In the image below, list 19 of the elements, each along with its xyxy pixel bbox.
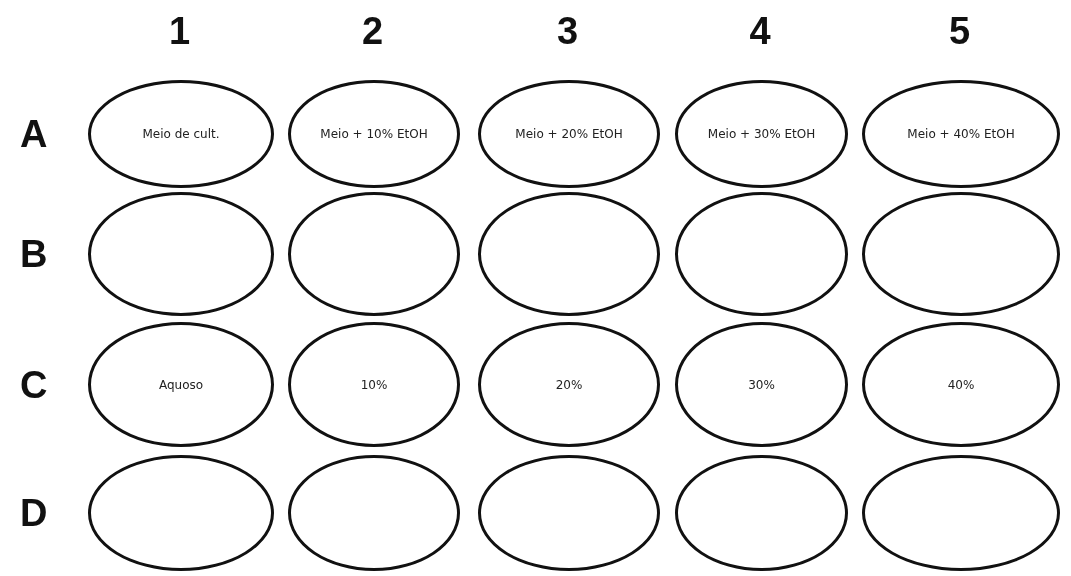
column-number: 5 bbox=[949, 12, 971, 50]
row-letter: C bbox=[20, 365, 48, 404]
well-label: 30% bbox=[748, 377, 775, 392]
well-label: 40% bbox=[947, 377, 975, 392]
well-label: Meio de cult. bbox=[142, 127, 220, 141]
column-number: 2 bbox=[362, 12, 384, 50]
well-label: Aquoso bbox=[158, 377, 204, 392]
well-label: Meio + 40% EtOH bbox=[907, 127, 1015, 141]
well-label: Meio + 10% EtOH bbox=[320, 127, 428, 141]
column-number: 3 bbox=[557, 12, 579, 50]
well-label: Meio + 30% EtOH bbox=[707, 127, 816, 141]
row-letter: A bbox=[20, 115, 48, 153]
row-letter: B bbox=[20, 235, 48, 273]
row-letter: D bbox=[20, 494, 48, 532]
well-label: 20% bbox=[555, 377, 583, 392]
well-label: Meio + 20% EtOH bbox=[515, 127, 623, 141]
column-number: 1 bbox=[169, 12, 191, 50]
well-label: 10% bbox=[360, 377, 388, 392]
column-number: 4 bbox=[749, 12, 771, 50]
